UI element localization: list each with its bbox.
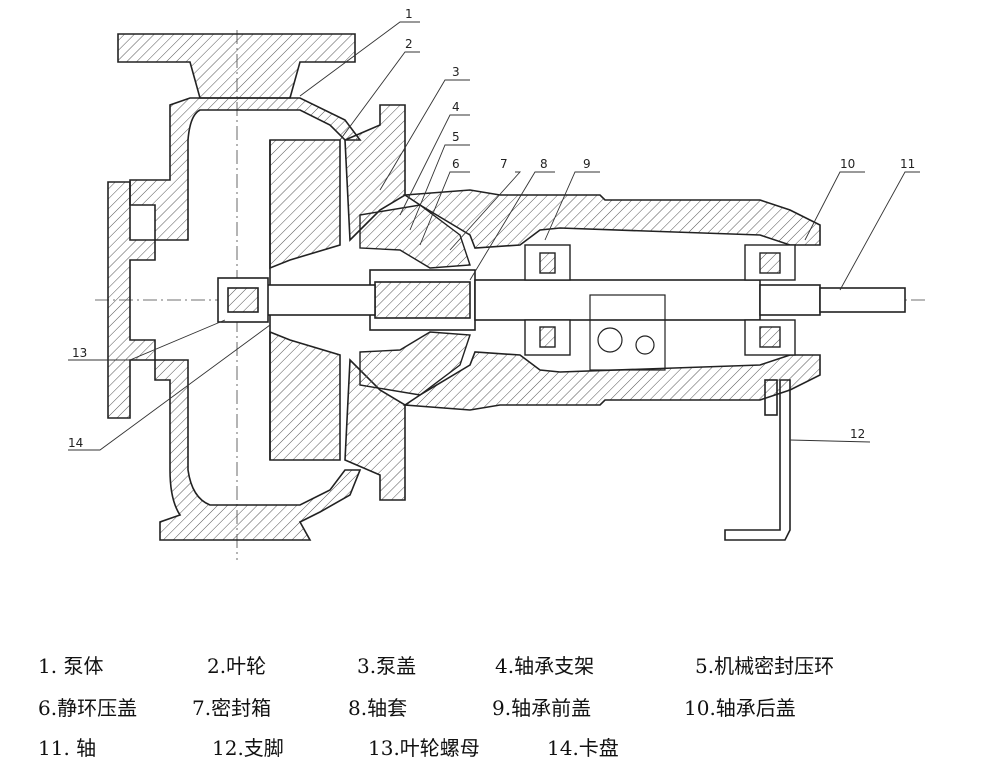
parts-legend: 1. 泵体 2.叶轮 3.泵盖 4.轴承支架 5.机械密封压环 6.静环压盖 7… — [0, 640, 988, 770]
oil-window — [589, 294, 666, 371]
bearing-bracket — [402, 189, 821, 411]
legend-item-10: 10.轴承后盖 — [684, 696, 796, 720]
legend-item-7: 7.密封箱 — [192, 696, 272, 720]
support-foot — [724, 379, 791, 541]
shaft-sleeve — [369, 269, 476, 331]
legend-item-13: 13.叶轮螺母 — [368, 736, 480, 760]
impeller — [269, 139, 341, 461]
pump-casing — [107, 33, 362, 541]
callout-3: 3 — [452, 65, 460, 79]
legend-item-3: 3.泵盖 — [357, 654, 417, 678]
legend-item-6: 6.静环压盖 — [38, 696, 138, 720]
callout-8: 8 — [540, 157, 548, 171]
legend-item-12: 12.支脚 — [212, 736, 284, 760]
pump-cross-section-drawing: 1 2 3 4 5 6 7 8 9 10 11 12 13 14 — [68, 7, 928, 560]
leader-lines — [68, 21, 920, 451]
legend-item-11: 11. 轴 — [38, 736, 97, 760]
impeller-nut — [217, 277, 269, 323]
legend-item-9: 9.轴承前盖 — [492, 696, 592, 720]
seal-box — [359, 204, 471, 396]
callout-4: 4 — [452, 100, 460, 114]
legend-item-1: 1. 泵体 — [38, 654, 104, 678]
legend-item-8: 8.轴套 — [348, 696, 408, 720]
pump-cover — [344, 104, 406, 501]
legend-item-4: 4.轴承支架 — [495, 654, 595, 678]
callout-11: 11 — [900, 157, 915, 171]
callout-2: 2 — [405, 37, 413, 51]
legend-item-14: 14.卡盘 — [547, 736, 619, 760]
callout-6: 6 — [452, 157, 460, 171]
callout-7: 7 — [500, 157, 508, 171]
callout-12: 12 — [850, 427, 865, 441]
legend-item-2: 2.叶轮 — [207, 654, 267, 678]
callout-5: 5 — [452, 130, 460, 144]
legend-item-5: 5.机械密封压环 — [695, 654, 835, 678]
callout-13: 13 — [72, 346, 87, 360]
shaft — [264, 279, 906, 321]
callout-1: 1 — [405, 7, 413, 21]
bearings — [524, 244, 796, 356]
callout-numbers: 1 2 3 4 5 6 7 8 9 10 11 12 13 14 — [68, 7, 915, 450]
callout-14: 14 — [68, 436, 83, 450]
callout-9: 9 — [583, 157, 591, 171]
callout-10: 10 — [840, 157, 855, 171]
